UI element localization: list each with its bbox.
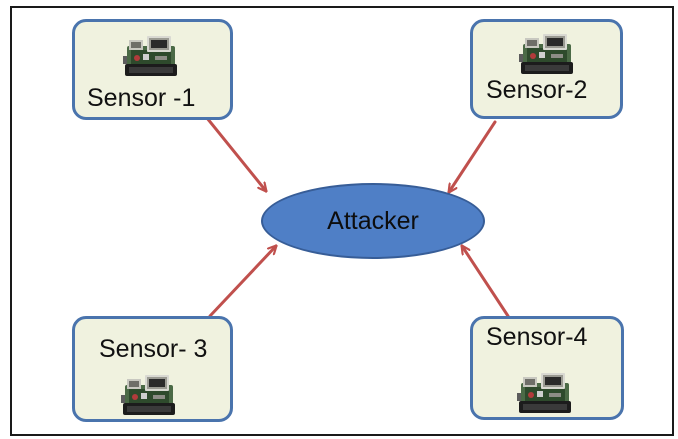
sensor-board-icon [517,30,575,76]
attacker-label: Attacker [327,206,419,235]
sensor-board-icon [515,369,573,415]
sensor-3-node: Sensor- 3 [72,316,233,422]
sensor-4-node: Sensor-4 [470,316,624,420]
sensor-2-node: Sensor-2 [470,19,623,119]
edge-sensor-3-attacker [208,246,276,318]
edge-sensor-4-attacker [462,246,510,318]
sensor-4-label: Sensor-4 [486,323,588,351]
sensor-board-icon [121,32,179,78]
sensor-3-label: Sensor- 3 [99,335,208,363]
sensor-2-label: Sensor-2 [486,76,588,104]
edge-sensor-2-attacker [449,120,497,192]
sensor-board-icon [119,371,177,417]
sensor-1-node: Sensor -1 [72,19,233,120]
edge-sensor-1-attacker [205,116,266,191]
attacker-node: Attacker [261,183,485,259]
sensor-1-label: Sensor -1 [87,84,196,112]
